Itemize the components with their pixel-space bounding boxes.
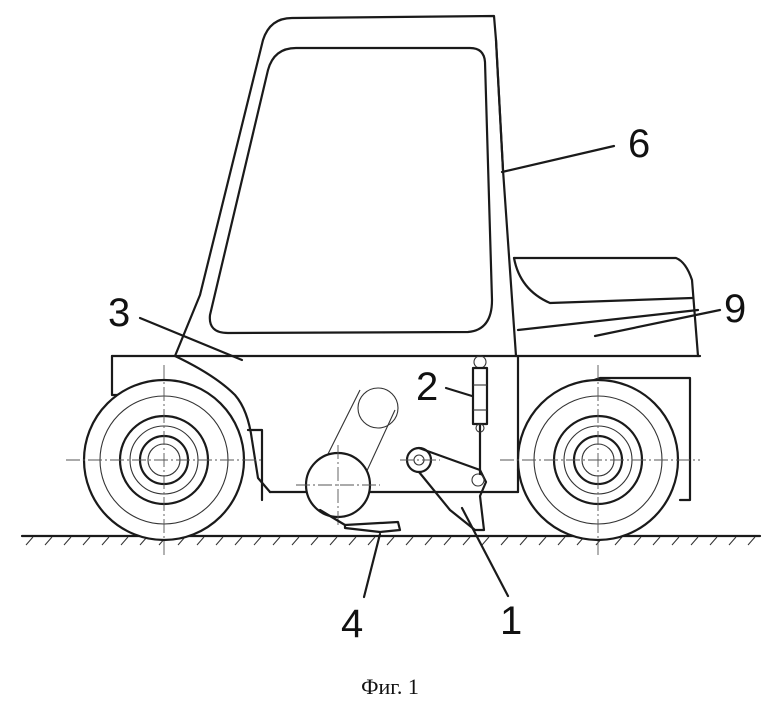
label-6: 6 [628,122,650,166]
label-9: 9 [724,287,746,331]
hood [514,258,698,356]
ground [22,536,760,545]
label-1: 1 [500,599,522,643]
ground-hatching [26,537,755,545]
rear-wheel [500,365,700,555]
figure-caption: Фиг. 1 [361,674,419,699]
lever [400,448,486,530]
hydraulic-cylinder [473,356,487,474]
label-4: 4 [341,602,363,646]
label-3: 3 [108,291,130,335]
support-mechanism [296,388,400,532]
cab [175,16,516,356]
label-2: 2 [416,365,438,409]
